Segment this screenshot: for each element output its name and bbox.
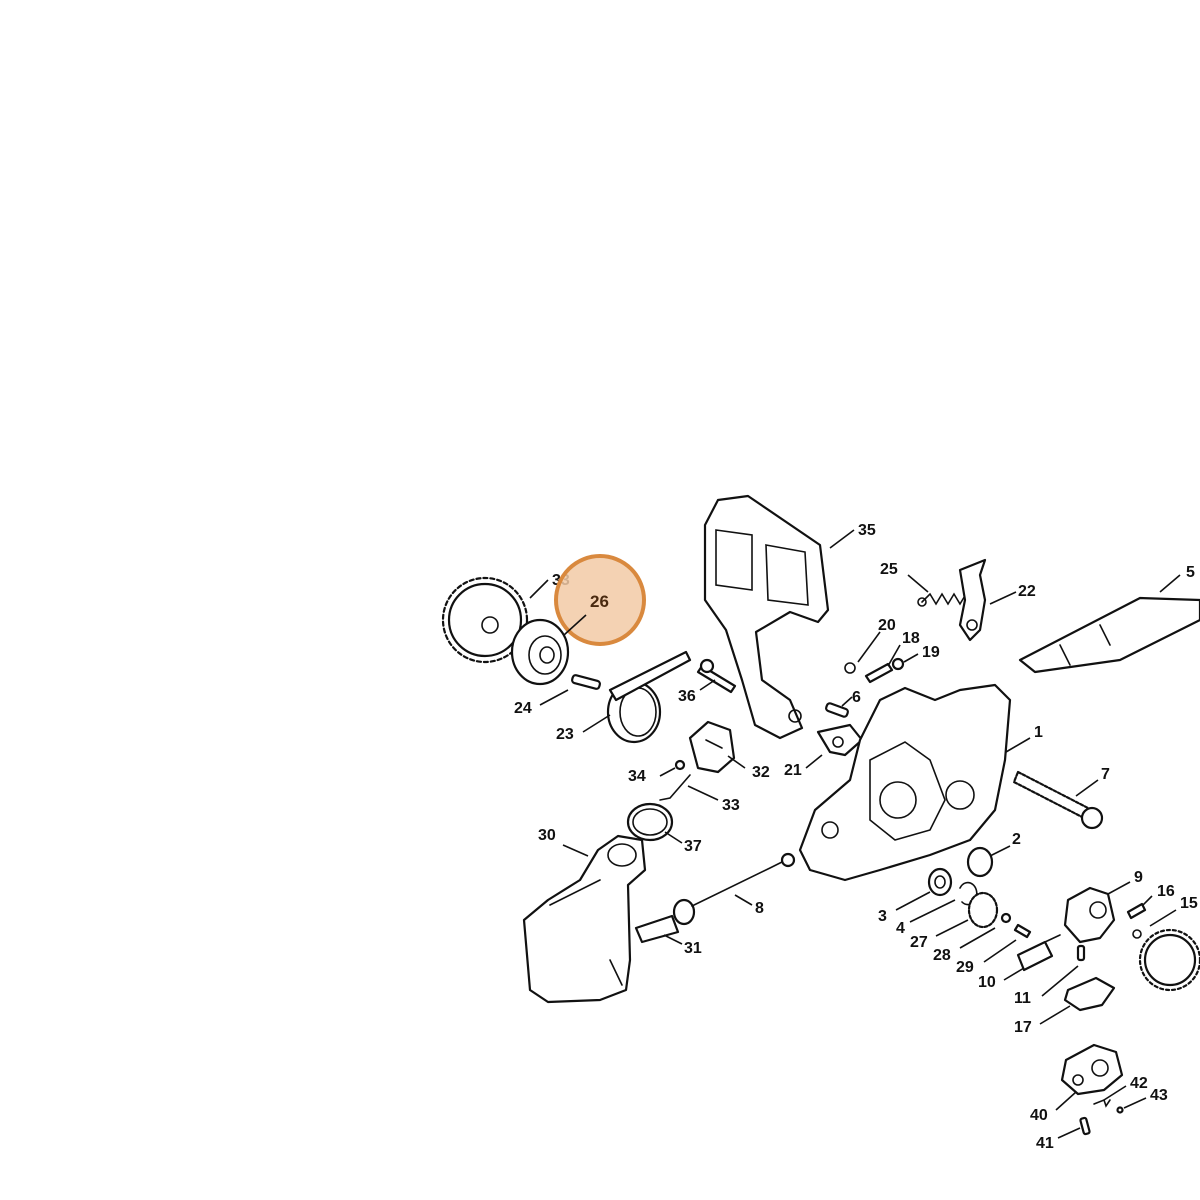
callout-27[interactable]: 27 <box>910 934 928 951</box>
callout-labels: 1 2 3 4 5 6 7 8 9 10 11 15 16 17 18 19 2… <box>514 522 1198 1152</box>
screw-part-29[interactable] <box>1013 923 1032 939</box>
callout-28[interactable]: 28 <box>933 947 951 964</box>
callout-16[interactable]: 16 <box>1157 883 1175 900</box>
screw-part-7[interactable] <box>1012 770 1104 830</box>
callout-3[interactable]: 3 <box>878 908 887 925</box>
spring-part-25[interactable] <box>917 592 967 607</box>
callout-36[interactable]: 36 <box>678 688 696 705</box>
worm-part-10[interactable] <box>1016 934 1061 972</box>
lever-part-22[interactable] <box>958 558 987 642</box>
callout-23[interactable]: 23 <box>556 726 574 743</box>
callout-7[interactable]: 7 <box>1101 766 1110 783</box>
retainer-part-33[interactable] <box>659 774 691 801</box>
callout-19[interactable]: 19 <box>922 644 940 661</box>
pin-part-6[interactable] <box>825 702 849 718</box>
bearing-part-2[interactable] <box>966 846 994 878</box>
filter-part-31[interactable] <box>634 914 680 944</box>
callout-25[interactable]: 25 <box>880 561 898 578</box>
screw-part-34[interactable] <box>674 759 686 771</box>
highlight-label: 26 <box>590 592 609 611</box>
ring-part-4[interactable] <box>959 881 978 906</box>
callout-2[interactable]: 2 <box>1012 831 1021 848</box>
callout-9[interactable]: 9 <box>1134 869 1143 886</box>
callout-30[interactable]: 30 <box>538 827 556 844</box>
callout-20[interactable]: 20 <box>878 617 896 634</box>
callout-5[interactable]: 5 <box>1186 564 1195 581</box>
guard-plate-part-5[interactable] <box>1018 596 1200 674</box>
washer-part-28[interactable] <box>1000 912 1012 924</box>
ball-part-43[interactable] <box>1116 1106 1124 1114</box>
callout-21[interactable]: 21 <box>784 762 802 779</box>
callout-4[interactable]: 4 <box>896 920 905 937</box>
highlight-marker[interactable]: 26 <box>554 554 646 646</box>
callout-10[interactable]: 10 <box>978 974 996 991</box>
callout-18[interactable]: 18 <box>902 630 920 647</box>
callout-1[interactable]: 1 <box>1034 724 1043 741</box>
spur-gear-part[interactable] <box>441 576 529 664</box>
callout-22[interactable]: 22 <box>1018 583 1036 600</box>
callout-29[interactable]: 29 <box>956 959 974 976</box>
pinion-part-27[interactable] <box>967 891 999 929</box>
callout-8[interactable]: 8 <box>755 900 764 917</box>
callout-17[interactable]: 17 <box>1014 1019 1032 1036</box>
callout-34[interactable]: 34 <box>628 768 646 785</box>
callout-33[interactable]: 33 <box>722 797 740 814</box>
callout-42[interactable]: 42 <box>1130 1075 1148 1092</box>
hose-part-8[interactable] <box>672 852 796 926</box>
crankcase-part-1[interactable] <box>798 683 1012 882</box>
worm-gear-part-15[interactable] <box>1132 928 1200 992</box>
spring-part-42[interactable] <box>1093 1098 1111 1108</box>
callout-24[interactable]: 24 <box>514 700 532 717</box>
clutch-drum-part[interactable] <box>510 618 570 686</box>
bearing-part-3[interactable] <box>927 867 953 897</box>
callout-31[interactable]: 31 <box>684 940 702 957</box>
callout-32[interactable]: 32 <box>752 764 770 781</box>
bell-crank-part-21[interactable] <box>816 723 864 757</box>
oil-tank-part-30[interactable] <box>522 834 647 1004</box>
tank-cap-part-32[interactable] <box>688 720 736 774</box>
brake-band-part[interactable] <box>606 650 692 744</box>
callout-43[interactable]: 43 <box>1150 1087 1168 1104</box>
callout-6[interactable]: 6 <box>852 689 861 706</box>
screw-part-16[interactable] <box>1126 902 1147 920</box>
seal-ring-part-37[interactable] <box>626 802 674 842</box>
cover-part-17[interactable] <box>1063 976 1116 1012</box>
screw-part-36[interactable] <box>696 658 737 694</box>
pin-part-24[interactable] <box>571 674 601 690</box>
callout-40[interactable]: 40 <box>1030 1107 1048 1124</box>
leader-lines <box>529 529 1181 1139</box>
callout-35[interactable]: 35 <box>858 522 876 539</box>
oil-pump-housing-part-9[interactable] <box>1063 886 1116 944</box>
callout-41[interactable]: 41 <box>1036 1135 1054 1152</box>
hand-guard-part[interactable] <box>703 494 830 740</box>
callout-37[interactable]: 37 <box>684 838 702 855</box>
callout-11[interactable]: 11 <box>1014 990 1031 1007</box>
small-parts-18-19-20[interactable] <box>844 657 905 684</box>
callout-15[interactable]: 15 <box>1180 895 1198 912</box>
pin-part-41[interactable] <box>1079 1116 1091 1136</box>
oil-pump-part-40[interactable] <box>1060 1043 1124 1096</box>
pin-part-11[interactable] <box>1076 944 1086 962</box>
